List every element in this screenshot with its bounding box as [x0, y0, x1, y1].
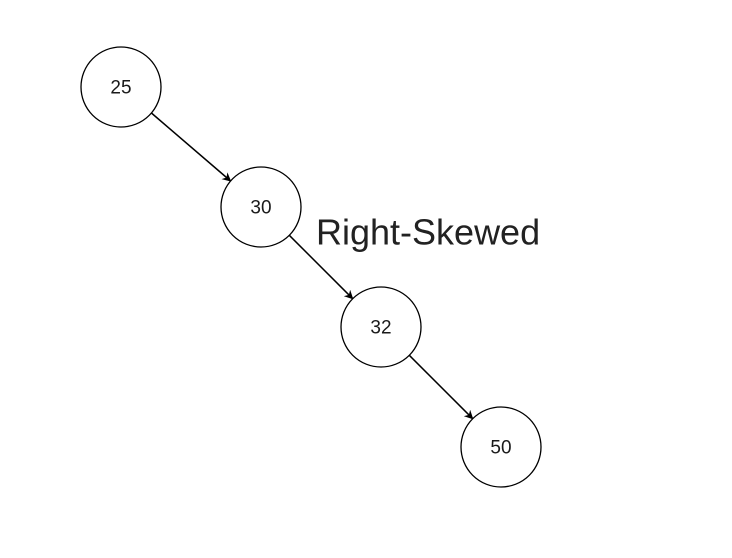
node-label: 30	[250, 198, 271, 219]
nodes: 25 30 32 50	[80, 46, 542, 488]
node-label: 25	[110, 78, 131, 99]
node-label: 50	[490, 438, 511, 459]
edge-arrow-25-to-30	[150, 112, 232, 182]
tree-node-32: 32	[340, 286, 422, 368]
node-circle	[220, 166, 302, 248]
node-circle	[460, 406, 542, 488]
edge-arrow-32-to-50	[408, 354, 474, 420]
node-circle	[340, 286, 422, 368]
tree-node-30: 30	[220, 166, 302, 248]
node-label: 32	[370, 318, 391, 339]
edge-arrow-30-to-32	[288, 234, 354, 300]
tree-node-25: 25	[80, 46, 162, 128]
edges	[150, 112, 474, 420]
diagram-caption: Right-Skewed	[316, 212, 540, 253]
tree-node-50: 50	[460, 406, 542, 488]
node-circle	[80, 46, 162, 128]
